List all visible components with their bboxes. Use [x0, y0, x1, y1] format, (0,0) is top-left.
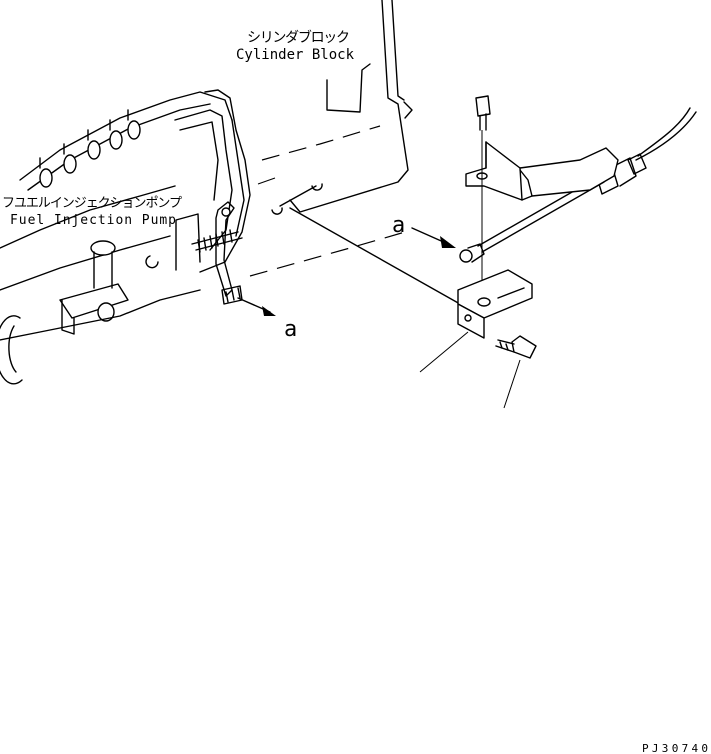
cylinder-block-label-jp: シリンダブロック [247, 29, 350, 46]
cylinder-block-label-en: Cylinder Block [236, 47, 355, 63]
fuel-injection-pump [0, 89, 251, 385]
drawing-code: PJ30740 [642, 742, 708, 754]
view-arrow-right [411, 227, 456, 248]
fuel-pump-label-en: Fuel Injection Pump [10, 213, 176, 228]
leader-lines [419, 331, 521, 409]
control-cable [289, 107, 697, 305]
upper-bracket [465, 95, 619, 300]
delivery-valve-holders [39, 109, 141, 188]
cylinder-block [249, 0, 413, 277]
filler-cap [59, 240, 129, 335]
view-marker-left: a [284, 317, 297, 342]
view-marker-right: a [392, 213, 405, 238]
lower-bracket [457, 269, 537, 359]
view-arrow-left [237, 297, 276, 316]
fuel-pump-label-jp: フユエルインジェクションポンプ [2, 196, 182, 211]
